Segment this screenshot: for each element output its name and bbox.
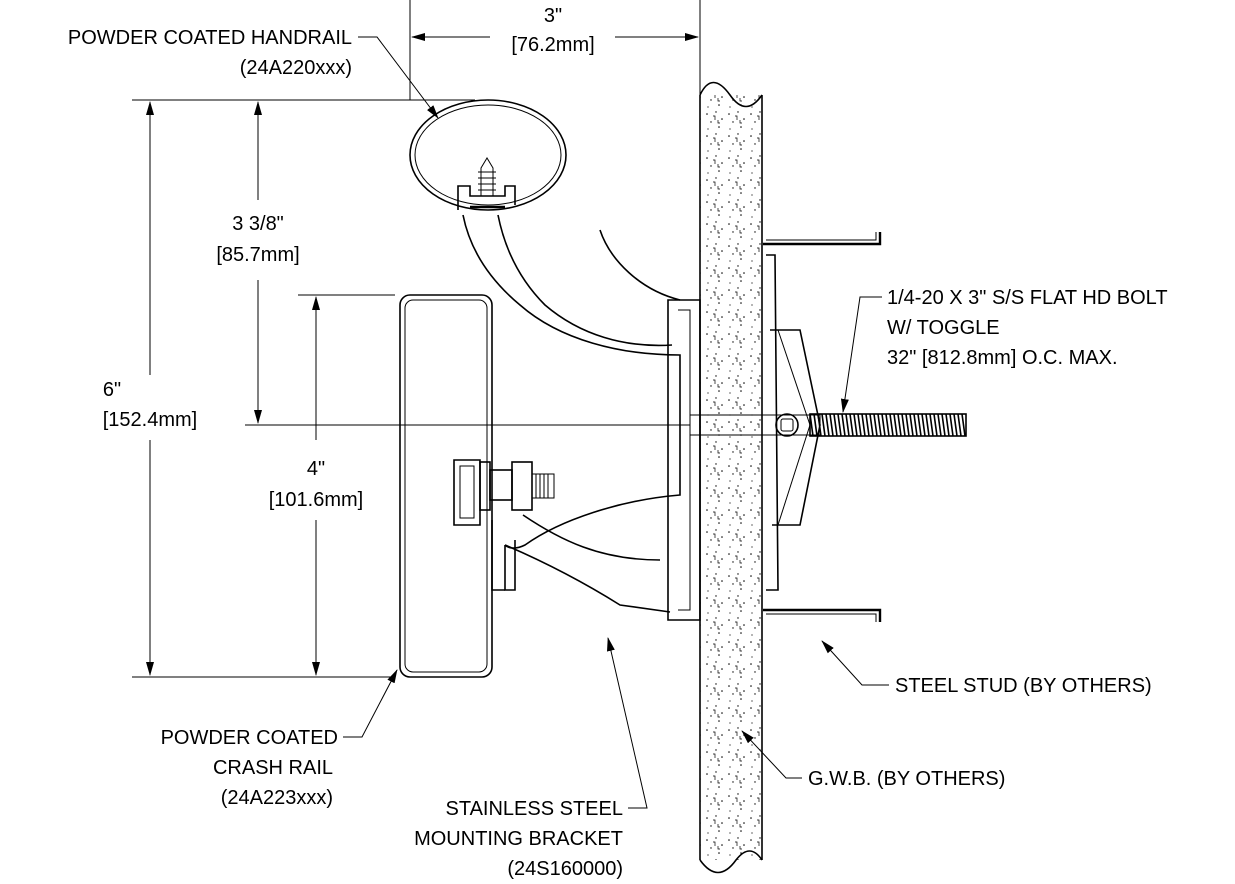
callout-crash-rail-line3: (24A223xxx)	[221, 787, 333, 809]
callout-bolt-line2: W/ TOGGLE	[887, 317, 1000, 339]
mounting-bracket	[462, 214, 701, 621]
callout-bracket-line3: (24S160000)	[507, 858, 623, 880]
dim-rail-height-mm: [101.6mm]	[269, 489, 363, 511]
callout-handrail-line2: (24A220xxx)	[240, 57, 352, 79]
dim-total-height-in: 6"	[103, 379, 121, 401]
callout-bolt: 1/4-20 X 3" S/S FLAT HD BOLT W/ TOGGLE 3…	[840, 287, 1168, 413]
callout-bolt-line1: 1/4-20 X 3" S/S FLAT HD BOLT	[887, 287, 1168, 309]
crash-rail	[399, 294, 555, 678]
dim-width-mm: [76.2mm]	[511, 34, 594, 56]
callout-gwb-line1: G.W.B. (BY OTHERS)	[808, 768, 1005, 790]
callout-steel-stud: STEEL STUD (BY OTHERS)	[821, 640, 1152, 697]
callout-crash-rail: POWDER COATED CRASH RAIL (24A223xxx)	[161, 669, 398, 809]
dim-upper-height-in: 3 3/8"	[232, 213, 284, 235]
callout-gwb: G.W.B. (BY OTHERS)	[741, 730, 1005, 790]
callout-bracket: STAINLESS STEEL MOUNTING BRACKET (24S160…	[414, 637, 648, 880]
gwb-panel	[699, 81, 763, 874]
callout-handrail: POWDER COATED HANDRAIL (24A220xxx)	[68, 27, 439, 119]
callout-bracket-line2: MOUNTING BRACKET	[414, 828, 623, 850]
callout-crash-rail-line1: POWDER COATED	[161, 727, 338, 749]
bolt	[665, 413, 967, 437]
dimension-upper-height: 3 3/8" [85.7mm]	[216, 101, 665, 426]
steel-stud	[763, 232, 882, 622]
callout-handrail-line1: POWDER COATED HANDRAIL	[68, 27, 352, 49]
callout-steel-stud-line1: STEEL STUD (BY OTHERS)	[895, 675, 1152, 697]
dim-rail-height-in: 4"	[307, 458, 325, 480]
dimension-rail-height: 4" [101.6mm]	[269, 294, 395, 676]
callout-bolt-line3: 32" [812.8mm] O.C. MAX.	[887, 347, 1118, 369]
dimension-width: 3" [76.2mm]	[409, 0, 701, 100]
dim-upper-height-mm: [85.7mm]	[216, 244, 299, 266]
dim-total-height-mm: [152.4mm]	[103, 409, 197, 431]
dimension-total-height: 6" [152.4mm]	[103, 99, 475, 678]
toggle-anchor	[766, 254, 821, 591]
callout-crash-rail-line2: CRASH RAIL	[213, 757, 333, 779]
callout-bracket-line1: STAINLESS STEEL	[446, 798, 623, 820]
handrail	[409, 99, 567, 211]
dim-width-in: 3"	[544, 5, 562, 27]
